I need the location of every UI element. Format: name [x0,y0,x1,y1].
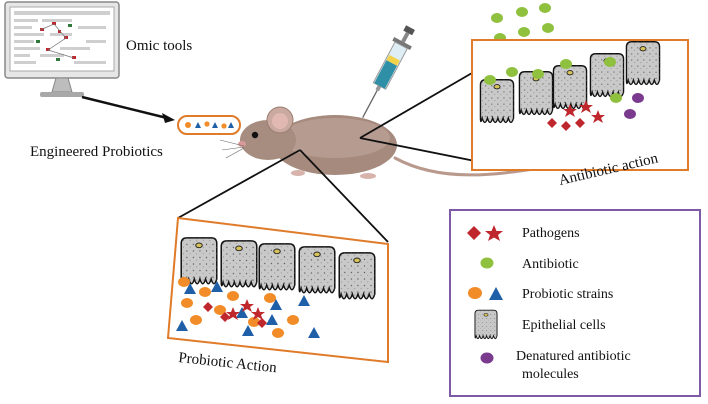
legend-antibiotic-label: Antibiotic [522,257,579,272]
legend-antibiotic-icon [480,257,494,269]
omic-tools-label: Omic tools [126,38,192,54]
arrow-to-probiotics [81,95,175,123]
capsule-icon [177,115,241,135]
legend-pathogens-label: Pathogens [522,226,580,241]
legend-denatured-icon [480,352,494,364]
legend-box: Pathogens Antibiotic Probiotic strains E… [449,209,701,397]
legend-probiotic-icons [468,287,503,300]
probiotic-action-panel [166,216,389,364]
zoom-lines-probiotic [177,149,389,243]
legend-denatured-label-line1: Denatured antibiotic [516,349,631,364]
engineered-probiotics-label: Engineered Probiotics [30,144,163,160]
legend-denatured-label-line2: molecules [522,367,579,382]
probiotic-action-label: Probiotic Action [178,350,278,376]
syringe-icon [362,25,415,118]
legend-epithelial-label: Epithelial cells [522,318,606,333]
mouse-icon [219,106,562,179]
computer-monitor-icon [4,1,120,97]
epithelial-cell-icon [474,309,498,340]
antibiotic-action-panel [471,39,689,171]
legend-pathogen-icons [467,225,503,241]
legend-probiotic-label: Probiotic strains [522,287,613,302]
